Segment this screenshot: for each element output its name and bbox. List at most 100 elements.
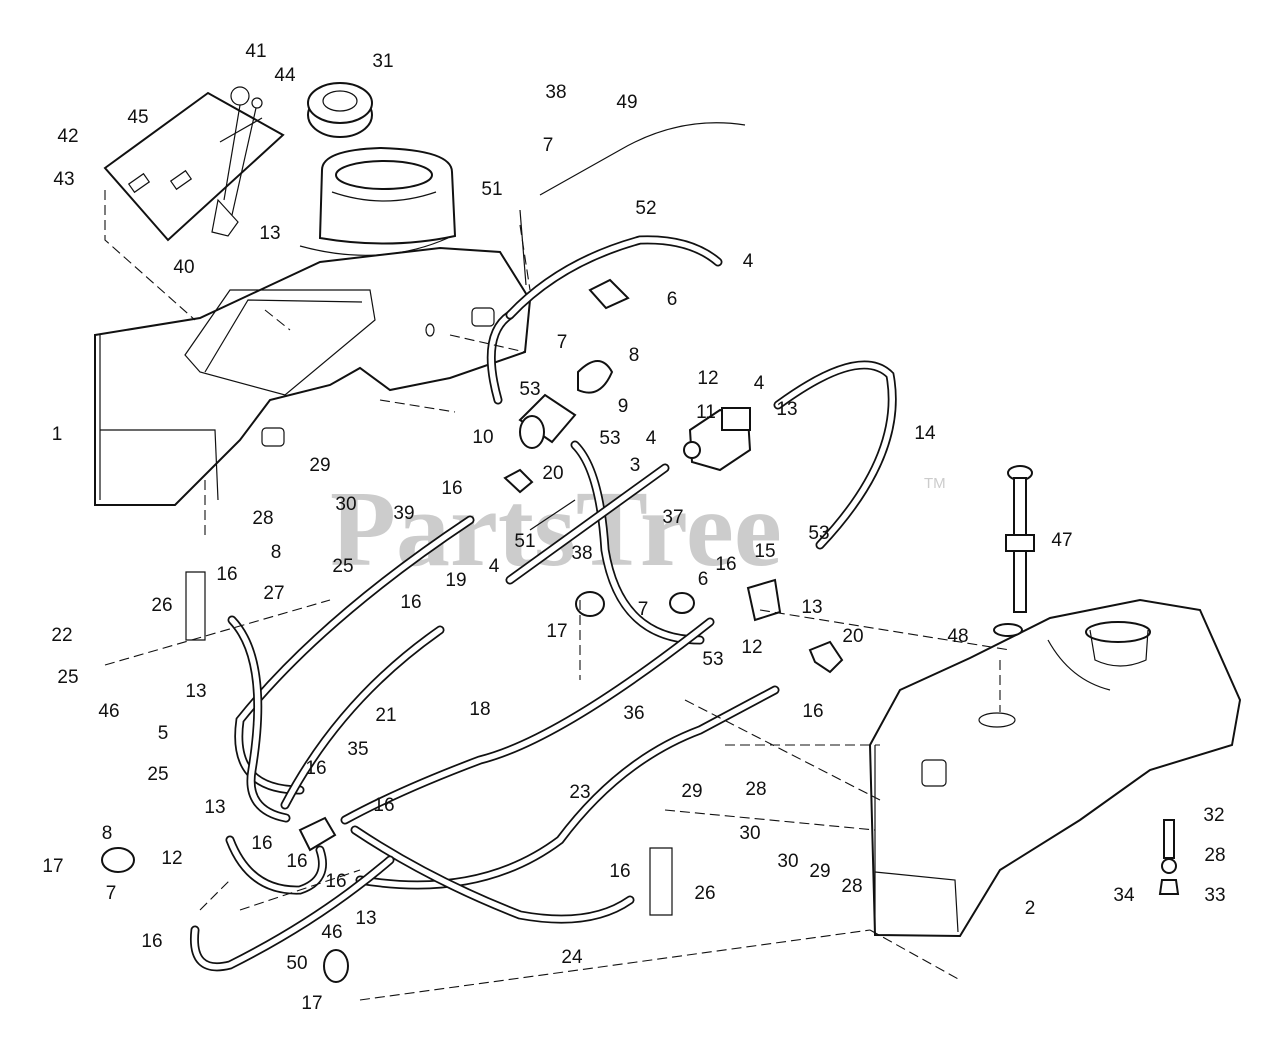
- callout-35: 35: [347, 739, 368, 760]
- callout-25: 25: [332, 556, 353, 577]
- watermark-trademark: TM: [924, 475, 946, 492]
- callout-34: 34: [1113, 885, 1135, 906]
- callout-53: 53: [599, 428, 620, 449]
- callout-20: 20: [542, 463, 563, 484]
- drain-fitting: [1158, 819, 1180, 895]
- callout-36: 36: [623, 703, 644, 724]
- callout-27: 27: [263, 583, 284, 604]
- callout-44: 44: [274, 65, 296, 86]
- callout-30: 30: [739, 823, 760, 844]
- callout-14: 14: [914, 423, 936, 444]
- callout-6: 6: [667, 289, 678, 310]
- elbow-fittings: [503, 468, 844, 674]
- callout-32: 32: [1203, 805, 1224, 826]
- callout-16: 16: [715, 554, 736, 575]
- callout-26: 26: [694, 883, 715, 904]
- bracket-26: [185, 571, 673, 916]
- filter-clamp: [577, 360, 614, 394]
- fuel-valve: [746, 578, 782, 622]
- callout-1: 1: [52, 424, 63, 445]
- callout-13: 13: [776, 399, 797, 420]
- fuel-gauge-dipstick: [993, 465, 1035, 637]
- callout-7: 7: [106, 883, 117, 904]
- callout-43: 43: [53, 169, 74, 190]
- callout-3: 3: [630, 455, 641, 476]
- callout-51: 51: [514, 531, 535, 552]
- callout-4: 4: [646, 428, 657, 449]
- control-plate: [103, 86, 285, 242]
- fuel-cap: [307, 82, 373, 138]
- callout-12: 12: [697, 368, 718, 389]
- callout-8: 8: [102, 823, 113, 844]
- callout-4: 4: [743, 251, 754, 272]
- callout-29: 29: [681, 781, 702, 802]
- callout-13: 13: [185, 681, 206, 702]
- callout-38: 38: [571, 543, 592, 564]
- callout-38: 38: [545, 82, 566, 103]
- callout-29: 29: [309, 455, 330, 476]
- callout-28: 28: [841, 876, 862, 897]
- callout-8: 8: [629, 345, 640, 366]
- callout-16: 16: [325, 871, 346, 892]
- callout-53: 53: [519, 379, 540, 400]
- callout-8: 8: [271, 542, 282, 563]
- fuel-hoses: [189, 235, 897, 972]
- callout-16: 16: [305, 758, 326, 779]
- reference-lines: [104, 190, 1011, 1001]
- clamp-17: [101, 591, 605, 983]
- callout-39: 39: [393, 503, 414, 524]
- callout-16: 16: [373, 795, 394, 816]
- callout-28: 28: [252, 508, 273, 529]
- callout-41: 41: [245, 41, 266, 62]
- callout-13: 13: [801, 597, 822, 618]
- callout-2: 2: [1025, 898, 1036, 919]
- callout-25: 25: [147, 764, 168, 785]
- callout-30: 30: [777, 851, 798, 872]
- callout-31: 31: [372, 51, 393, 72]
- callout-24: 24: [561, 947, 583, 968]
- callout-16: 16: [286, 851, 307, 872]
- callout-12: 12: [161, 848, 182, 869]
- callout-16: 16: [802, 701, 823, 722]
- callout-10: 10: [472, 427, 493, 448]
- callout-4: 4: [754, 373, 765, 394]
- callout-4: 4: [489, 556, 500, 577]
- callout-16: 16: [141, 931, 162, 952]
- callout-16: 16: [216, 564, 237, 585]
- clamp-6: [588, 278, 695, 614]
- callout-46: 46: [98, 701, 119, 722]
- callout-17: 17: [546, 621, 567, 642]
- callout-37: 37: [662, 507, 683, 528]
- left-fuel-tank: [94, 146, 532, 506]
- fuel-pump: [683, 407, 752, 472]
- callout-47: 47: [1051, 530, 1072, 551]
- callout-17: 17: [301, 993, 322, 1014]
- callout-28: 28: [1204, 845, 1225, 866]
- callout-53: 53: [808, 523, 829, 544]
- callout-48: 48: [947, 626, 968, 647]
- callout-30: 30: [335, 494, 356, 515]
- callout-23: 23: [569, 782, 590, 803]
- callout-7: 7: [638, 599, 649, 620]
- callout-21: 21: [375, 705, 396, 726]
- callout-7: 7: [543, 135, 554, 156]
- tee-fitting: [298, 816, 337, 852]
- callout-5: 5: [158, 723, 169, 744]
- callout-20: 20: [842, 626, 863, 647]
- callout-9: 9: [618, 396, 629, 417]
- callout-18: 18: [469, 699, 490, 720]
- callout-13: 13: [204, 797, 225, 818]
- callout-16: 16: [400, 592, 421, 613]
- callout-12: 12: [741, 637, 762, 658]
- fuel-filter: [518, 393, 577, 449]
- callout-16: 16: [251, 833, 272, 854]
- callout-50: 50: [286, 953, 307, 974]
- callout-15: 15: [754, 541, 775, 562]
- callout-42: 42: [57, 126, 78, 147]
- callout-45: 45: [127, 107, 148, 128]
- callout-16: 16: [609, 861, 630, 882]
- callout-33: 33: [1204, 885, 1225, 906]
- callout-40: 40: [173, 257, 194, 278]
